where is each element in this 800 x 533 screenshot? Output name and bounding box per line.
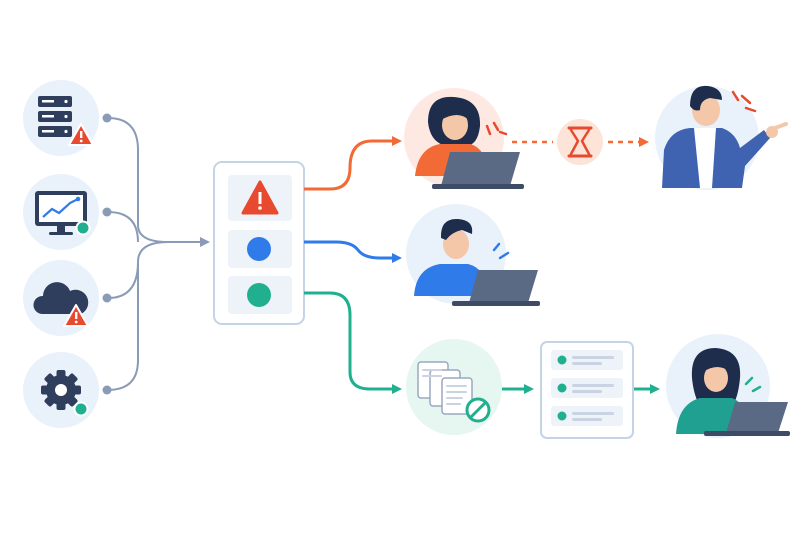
laptop-icon [452, 270, 540, 306]
ok-badge-icon [75, 220, 91, 236]
warning-badge-icon [68, 123, 94, 146]
source-server [23, 80, 99, 156]
normal-route-arrow [304, 240, 402, 263]
source-connectors [107, 117, 210, 391]
alert-triangle-icon [241, 180, 279, 215]
laptop-icon [432, 152, 524, 189]
queue-list-icon [540, 341, 634, 439]
source-connector-dots [102, 113, 112, 395]
alert-marks-icon [731, 90, 757, 113]
source-cloud [23, 260, 99, 336]
alert-marks-icon [744, 376, 762, 393]
urgent-responder [404, 88, 524, 189]
green-dot-icon [247, 283, 271, 307]
manager-escalation [655, 85, 788, 190]
blue-dot-icon [247, 237, 271, 261]
server-icon [38, 96, 72, 137]
source-gear [23, 352, 99, 428]
normal-responder [406, 204, 540, 306]
blocked-documents-stage [406, 339, 502, 435]
alert-marks-icon [492, 242, 510, 260]
ok-badge-icon [73, 401, 89, 417]
source-monitor [23, 174, 99, 250]
blocked-icon [465, 397, 491, 423]
alert-marks-icon [485, 121, 508, 136]
urgent-route-arrow [304, 136, 402, 191]
laptop-icon [704, 402, 790, 436]
low-priority-responder [666, 334, 790, 438]
hourglass-icon [557, 119, 603, 165]
router-panel [213, 161, 305, 325]
low-route-arrow [304, 291, 402, 394]
monitor-chart-icon [35, 191, 87, 235]
warning-badge-icon [63, 304, 89, 327]
